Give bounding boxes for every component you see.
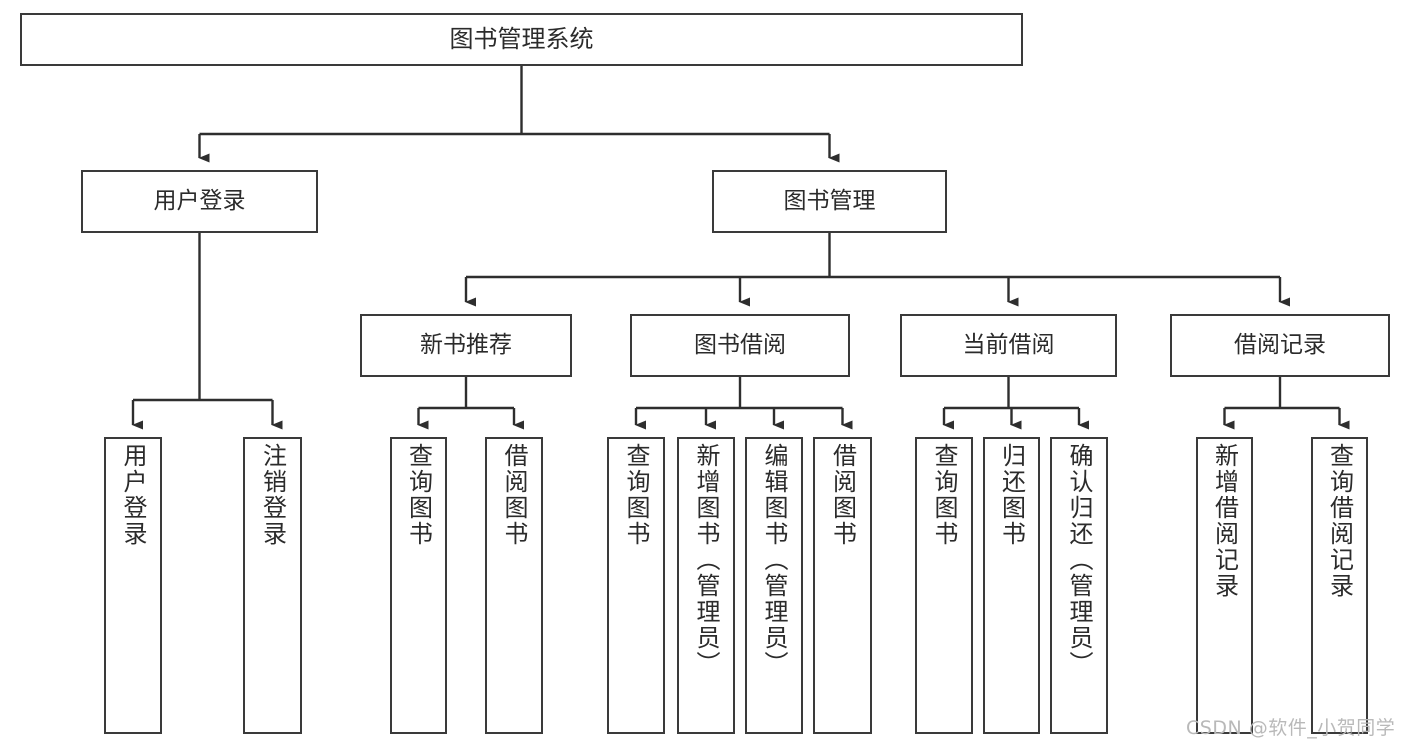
node-label: 当前借阅 (962, 331, 1055, 358)
node-leaf-10[interactable]: 确认归还（管理员） (1050, 437, 1108, 734)
node-label: 用户登录 (119, 443, 147, 547)
node-label: 编辑图书（管理员） (760, 443, 788, 677)
node-leaf-7[interactable]: 借阅图书 (813, 437, 872, 734)
node-level3-1[interactable]: 图书借阅 (630, 314, 850, 377)
node-label: 图书管理系统 (449, 25, 594, 54)
node-label: 归还图书 (997, 443, 1026, 547)
node-label: 查询图书 (930, 443, 958, 547)
node-leaf-2[interactable]: 查询图书 (390, 437, 447, 734)
node-leaf-11[interactable]: 新增借阅记录 (1196, 437, 1253, 734)
node-level2-0[interactable]: 用户登录 (81, 170, 318, 233)
node-label: 新书推荐 (420, 331, 512, 358)
node-leaf-5[interactable]: 新增图书（管理员） (677, 437, 735, 734)
node-label: 确认归还（管理员） (1065, 443, 1093, 677)
node-label: 新增借阅记录 (1210, 443, 1239, 599)
watermark: CSDN @软件_小贺同学 (1186, 717, 1396, 739)
node-leaf-12[interactable]: 查询借阅记录 (1311, 437, 1368, 734)
node-leaf-0[interactable]: 用户登录 (104, 437, 162, 734)
node-leaf-9[interactable]: 归还图书 (983, 437, 1040, 734)
node-label: 查询图书 (404, 443, 433, 547)
node-label: 注销登录 (258, 443, 287, 547)
node-label: 查询借阅记录 (1325, 443, 1354, 599)
node-leaf-6[interactable]: 编辑图书（管理员） (745, 437, 803, 734)
node-label: 借阅图书 (500, 443, 528, 547)
node-leaf-8[interactable]: 查询图书 (915, 437, 973, 734)
node-label: 借阅记录 (1234, 331, 1326, 358)
node-level3-3[interactable]: 借阅记录 (1170, 314, 1390, 377)
node-leaf-3[interactable]: 借阅图书 (485, 437, 543, 734)
node-root-图书管理系统[interactable]: 图书管理系统 (20, 13, 1023, 66)
node-level2-1[interactable]: 图书管理 (712, 170, 947, 233)
node-level3-0[interactable]: 新书推荐 (360, 314, 572, 377)
node-label: 新增图书（管理员） (692, 443, 720, 677)
node-label: 查询图书 (622, 443, 650, 547)
node-leaf-1[interactable]: 注销登录 (243, 437, 302, 734)
node-label: 图书借阅 (694, 331, 786, 358)
node-level3-2[interactable]: 当前借阅 (900, 314, 1117, 377)
node-label: 图书管理 (783, 187, 876, 214)
node-label: 借阅图书 (828, 443, 857, 547)
node-label: 用户登录 (153, 187, 246, 214)
node-leaf-4[interactable]: 查询图书 (607, 437, 665, 734)
